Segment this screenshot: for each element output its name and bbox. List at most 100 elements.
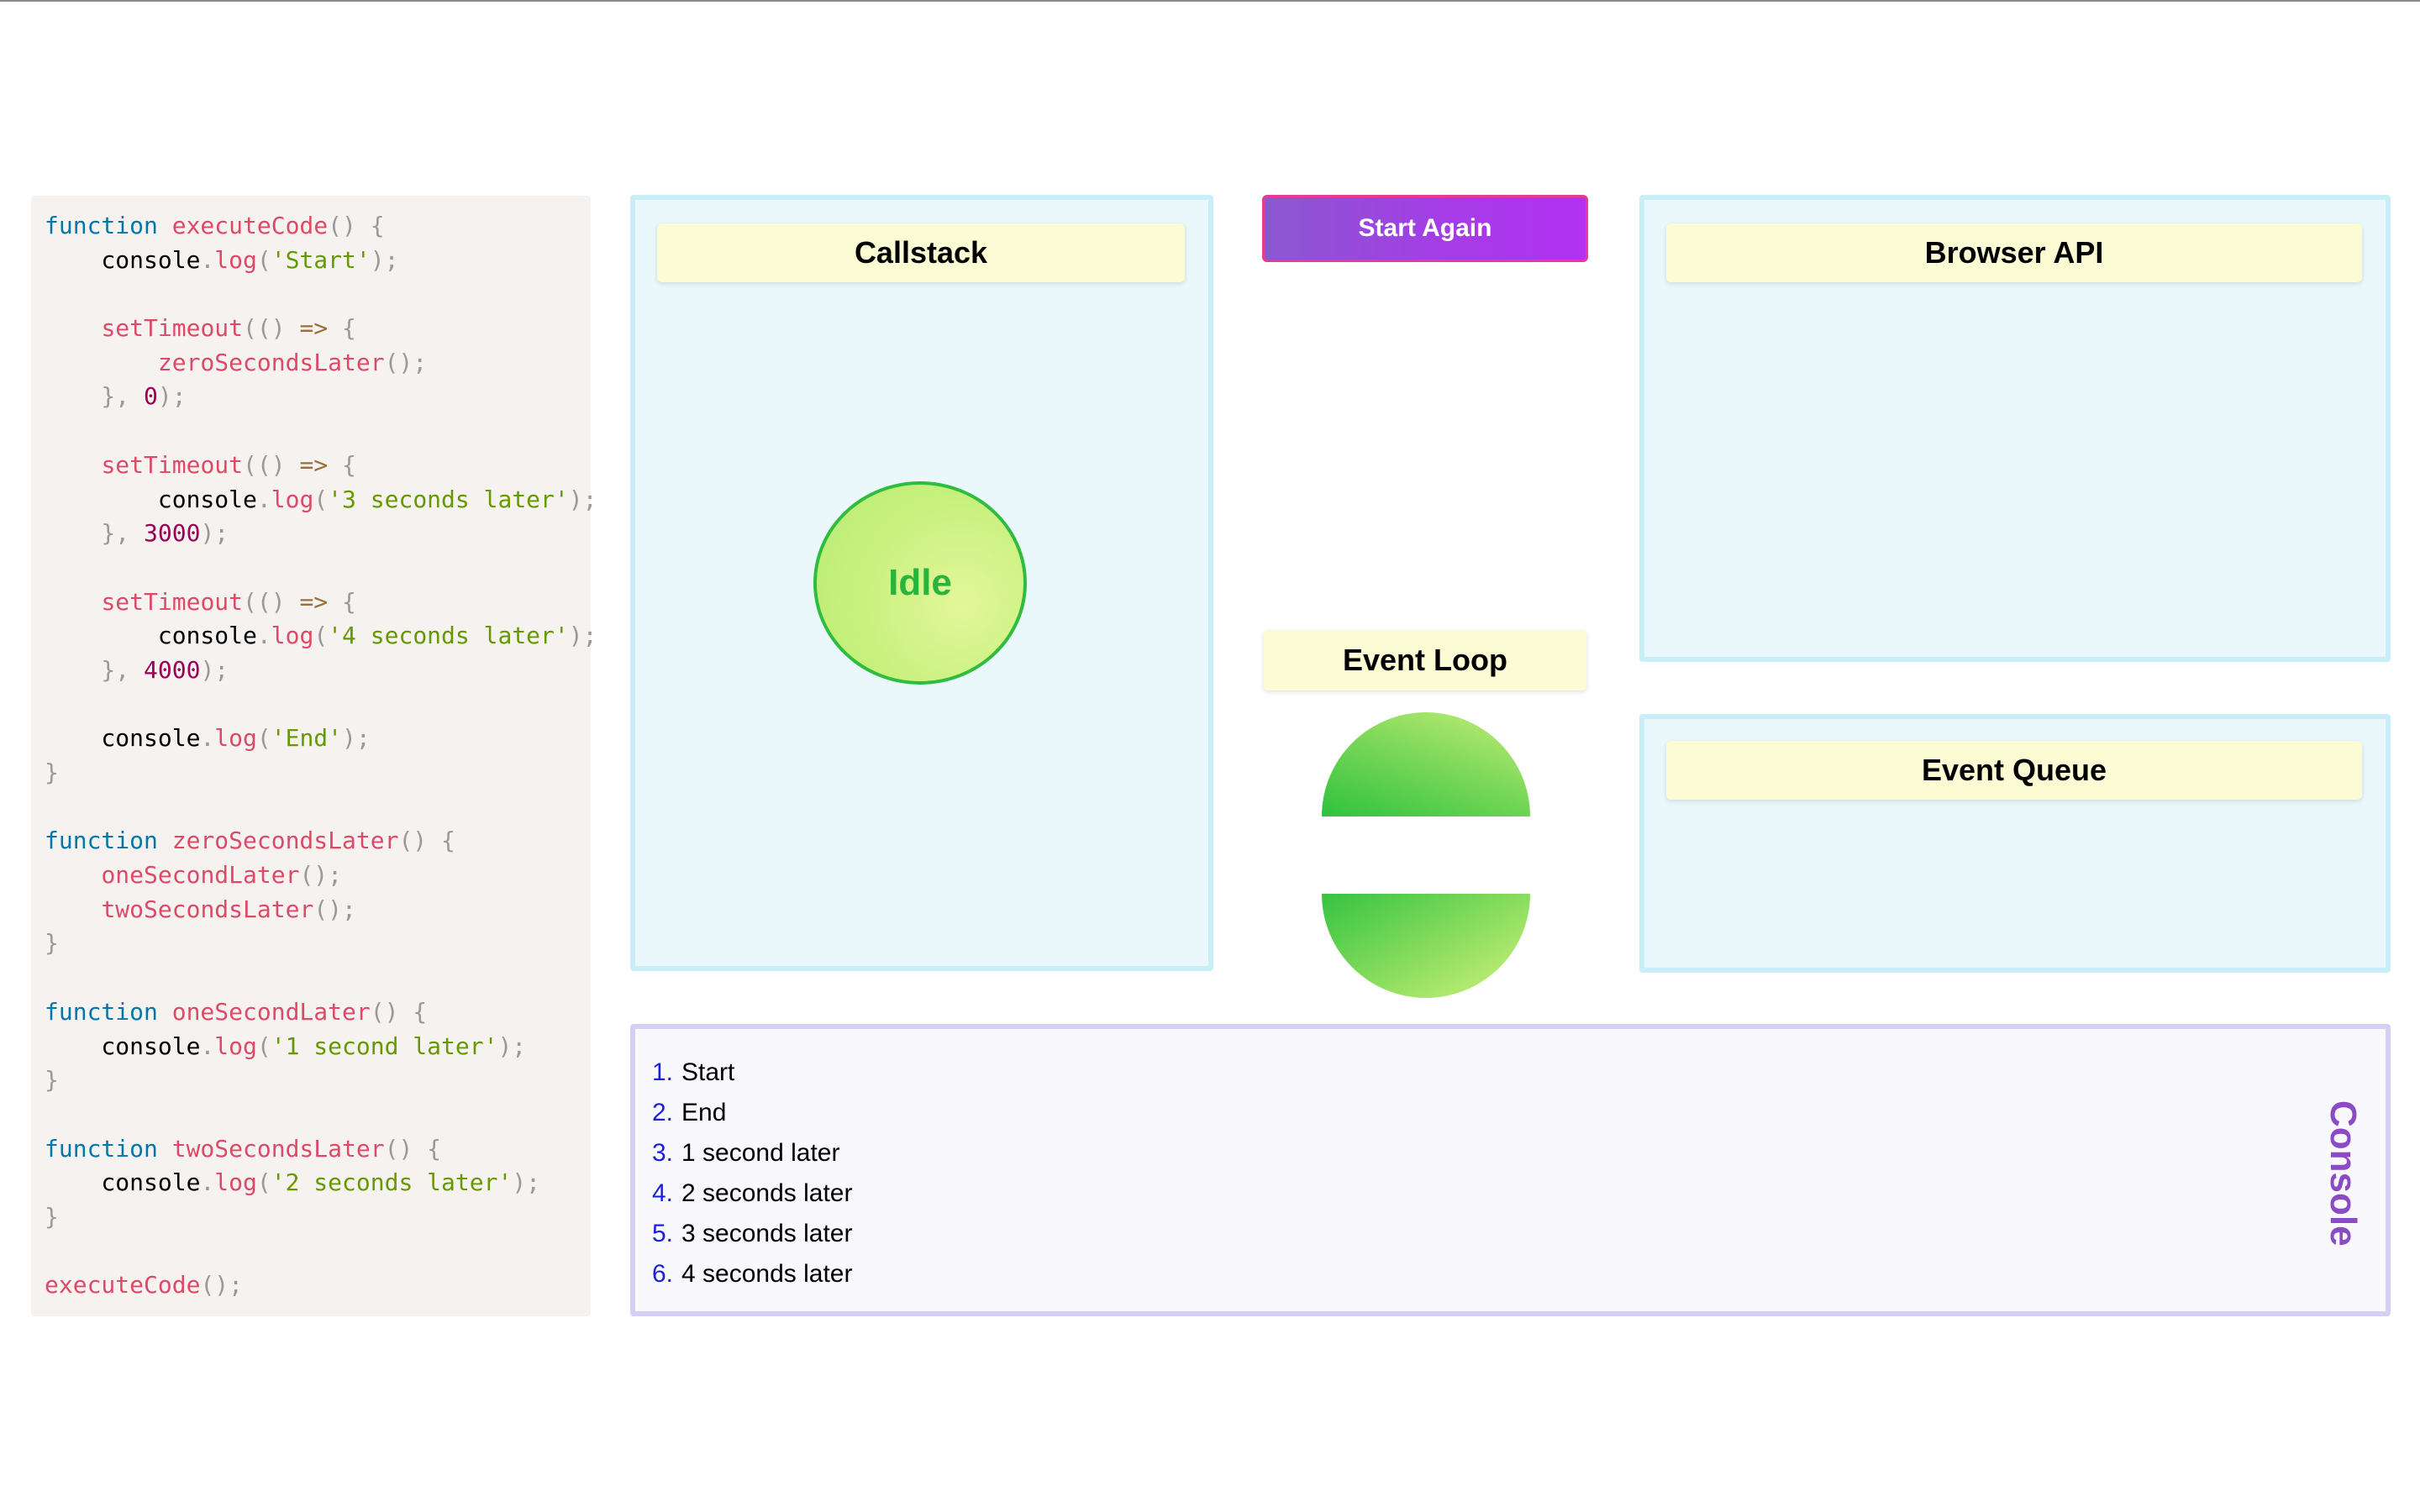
code-token: (); xyxy=(384,348,428,376)
console-entry: 6.4 seconds later xyxy=(652,1254,852,1294)
code-line xyxy=(45,551,591,585)
code-token: 'End' xyxy=(271,724,343,753)
event-loop-icon xyxy=(1322,712,1530,998)
code-token: ( xyxy=(256,245,271,274)
code-line: function executeCode() { xyxy=(45,209,591,244)
console-entry-number: 3. xyxy=(652,1139,674,1167)
code-token: log xyxy=(214,724,257,753)
code-token: ( xyxy=(256,1168,271,1197)
code-line xyxy=(45,277,591,312)
code-token: setTimeout xyxy=(101,314,244,343)
code-token: => xyxy=(299,314,329,343)
code-token: console xyxy=(45,724,201,753)
code-token: () { xyxy=(398,827,455,855)
console-entry: 4.2 seconds later xyxy=(652,1173,852,1214)
code-line: function zeroSecondsLater() { xyxy=(45,824,591,858)
console-entry: 2.End xyxy=(652,1093,852,1133)
code-token: log xyxy=(214,1168,257,1197)
code-token: function xyxy=(45,212,158,239)
code-token: console xyxy=(45,485,257,513)
code-token: setTimeout xyxy=(101,587,244,616)
code-line: }, 3000); xyxy=(45,517,591,551)
code-token xyxy=(45,861,101,889)
code-token: ); xyxy=(497,1032,527,1060)
code-token: () { xyxy=(370,997,428,1026)
console-entry-text: 2 seconds later xyxy=(681,1179,853,1207)
code-token: 3000 xyxy=(144,519,201,548)
code-line: executeCode(); xyxy=(45,1268,591,1303)
console-entry-number: 5. xyxy=(652,1220,674,1247)
code-token: 'Start' xyxy=(271,245,371,274)
code-token: }, xyxy=(45,382,145,411)
console-entry: 3.1 second later xyxy=(652,1133,852,1173)
code-token: } xyxy=(45,929,59,958)
code-token: function xyxy=(45,997,158,1026)
code-line: twoSecondsLater(); xyxy=(45,893,591,927)
code-token: . xyxy=(200,1032,215,1060)
code-token: . xyxy=(256,622,271,650)
code-token xyxy=(158,998,172,1026)
code-line: } xyxy=(45,756,591,790)
code-token: 0 xyxy=(144,382,158,411)
code-token: => xyxy=(299,450,329,479)
code-line: console.log('1 second later'); xyxy=(45,1030,591,1064)
code-line xyxy=(45,1098,591,1132)
event-loop-title: Event Loop xyxy=(1264,630,1586,690)
code-token: console xyxy=(45,1168,201,1197)
console-entry-number: 2. xyxy=(652,1099,674,1126)
code-token: (() xyxy=(243,450,300,479)
start-again-button[interactable]: Start Again xyxy=(1262,195,1588,262)
code-token: console xyxy=(45,622,257,650)
code-token: () { xyxy=(384,1134,442,1163)
console-entry-text: 1 second later xyxy=(681,1139,840,1167)
console-entry-number: 1. xyxy=(652,1058,674,1086)
code-token: '3 seconds later' xyxy=(328,485,569,513)
code-token: (() xyxy=(243,314,300,343)
code-line xyxy=(45,790,591,825)
code-token xyxy=(45,349,158,376)
code-token: console xyxy=(45,245,201,274)
code-token: () { xyxy=(328,212,385,239)
code-line: oneSecondLater(); xyxy=(45,858,591,893)
event-loop-bottom-half xyxy=(1322,894,1530,998)
code-token: } xyxy=(45,1066,59,1095)
code-token: zeroSecondsLater xyxy=(171,827,399,855)
code-line: console.log('Start'); xyxy=(45,244,591,278)
code-token: function xyxy=(45,827,158,855)
code-line: }, 0); xyxy=(45,380,591,414)
code-token: 4000 xyxy=(144,655,201,684)
code-token: ( xyxy=(313,485,329,513)
code-token: ); xyxy=(157,382,187,411)
code-token: oneSecondLater xyxy=(171,997,371,1026)
browser-api-title: Browser API xyxy=(1666,223,2362,282)
code-line: setTimeout(() => { xyxy=(45,312,591,346)
code-line: } xyxy=(45,1200,591,1235)
code-token: function xyxy=(45,1134,158,1163)
code-token: (() xyxy=(243,587,300,616)
console-entry-text: 3 seconds later xyxy=(681,1220,853,1247)
code-token: log xyxy=(271,485,314,513)
code-line xyxy=(45,1235,591,1269)
code-line: function oneSecondLater() { xyxy=(45,995,591,1030)
code-token: setTimeout xyxy=(101,450,244,479)
code-line: setTimeout(() => { xyxy=(45,449,591,483)
code-line xyxy=(45,688,591,722)
code-token: ); xyxy=(200,655,229,684)
console-entry-number: 4. xyxy=(652,1179,674,1207)
code-line xyxy=(45,414,591,449)
code-token: { xyxy=(328,587,356,616)
code-token: . xyxy=(256,485,271,513)
code-token: ( xyxy=(256,1032,271,1060)
callstack-title: Callstack xyxy=(657,223,1185,282)
code-token: (); xyxy=(299,861,343,890)
code-token xyxy=(45,588,101,616)
event-loop-top-half xyxy=(1322,712,1530,816)
code-line: console.log('4 seconds later'); xyxy=(45,619,597,654)
code-token: oneSecondLater xyxy=(101,861,300,890)
code-token: ); xyxy=(342,724,371,753)
code-token xyxy=(45,895,101,923)
code-token: }, xyxy=(45,655,145,684)
top-border xyxy=(0,0,2420,2)
